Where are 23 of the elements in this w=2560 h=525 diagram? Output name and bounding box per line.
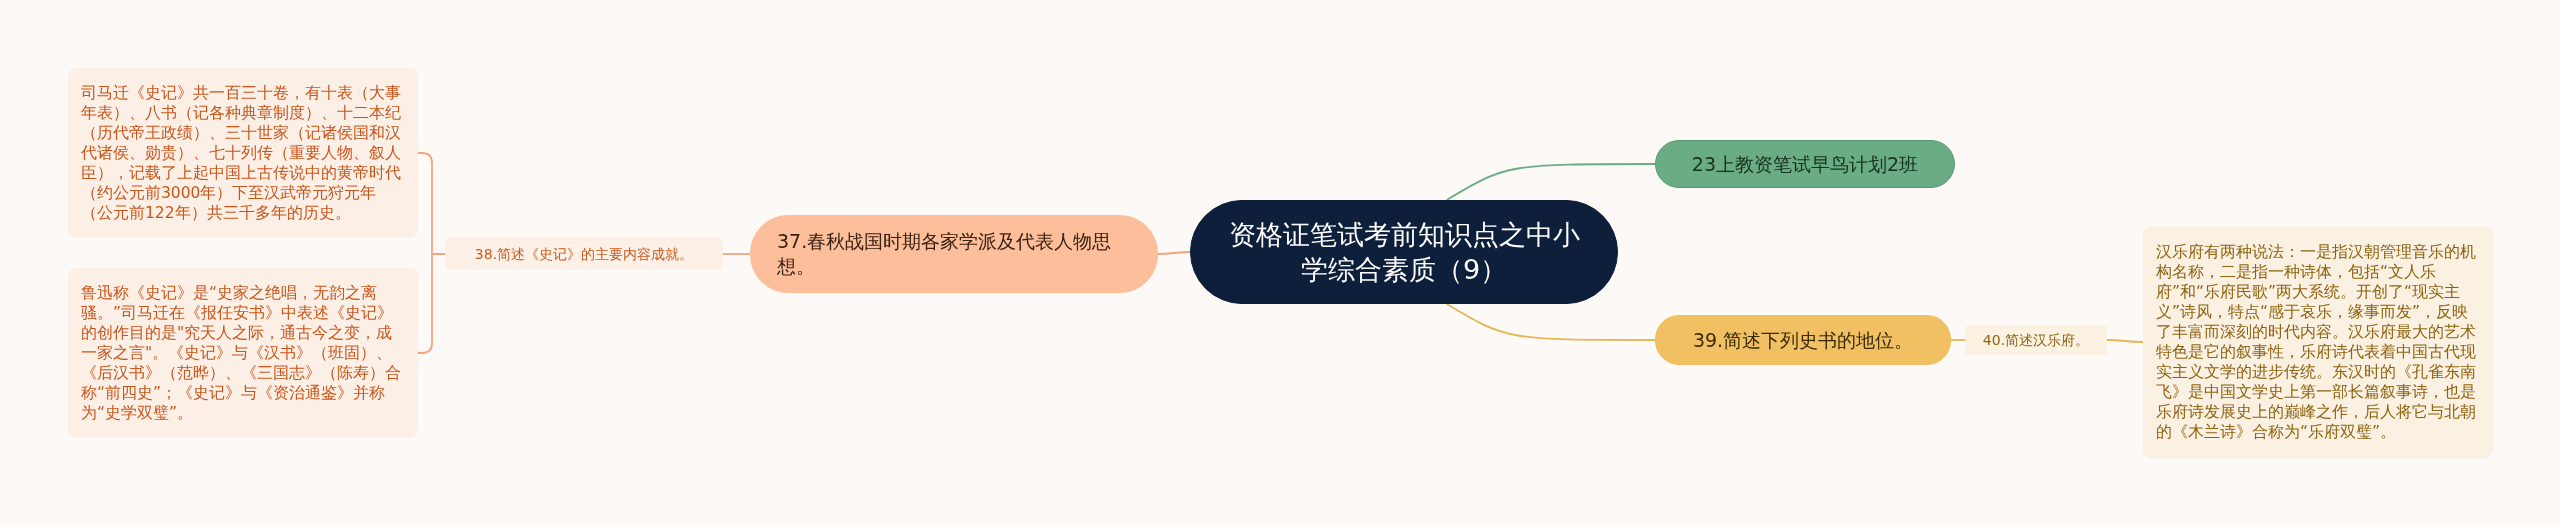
connector-line xyxy=(2106,339,2144,343)
topic-text: 23上教资笔试早鸟计划2班 xyxy=(1691,151,1919,177)
note-card xyxy=(2143,226,2493,458)
note-text: 汉乐府有两种说法：一是指汉朝管理音乐的机构名称，二是指一种诗体，包括“文人乐府”和“乐府民歌”两大系统。开创了“现实主义”诗风，特点“感于哀乐，缘事而发”，反映了丰富而深刻的时代内容。汉乐府最大的艺术特色是它的叙事性，乐府诗代表着中国古代现实主义文学的进步传统。东汉时的《孔雀东南飞》是中国文学史上第一部长篇叙事诗，也是乐府诗发展史上的巅峰之作，后人将它与北朝的《木兰诗》合称为“乐府双璧”。 xyxy=(2156,242,2477,442)
topic-text: 38.简述《史记》的主要内容成就。 xyxy=(474,244,694,264)
note-card xyxy=(68,268,418,438)
connector-line xyxy=(1445,163,1656,201)
connector-line xyxy=(722,253,751,255)
connector-line xyxy=(1157,251,1191,255)
note-text: 司马迁《史记》共一百三十卷，有十表（大事年表）、八书（记各种典章制度）、十二本纪（历代帝王政绩）、三十世家（记诸侯国和汉代诸侯、勋贵）、七十列传（重要人物、叙人臣），记载了上起中国上古传说中的黄帝时代（约公元前3000年）下至汉武帝元狩元年（公元前122年）共三千多年的历史。 xyxy=(81,83,402,223)
topic-text: 资格证笔试考前知识点之中小学综合素质（9） xyxy=(1227,217,1581,287)
subtopic-label xyxy=(1965,325,2107,355)
topic-text: 37.春秋战国时期各家学派及代表人物思想。 xyxy=(777,229,1113,279)
connector-line xyxy=(1950,339,1966,341)
topic-text: 39.简述下列史书的地位。 xyxy=(1692,327,1914,353)
topic-node xyxy=(1655,140,1955,188)
topic-text: 40.简述汉乐府。 xyxy=(1982,330,2090,350)
note-card xyxy=(68,68,418,238)
subtopic-label xyxy=(445,238,723,270)
connector-line xyxy=(417,253,446,354)
note-text: 鲁迅称《史记》是“史家之绝唱，无韵之离骚。”司马迁在《报任安书》中表述《史记》的创作目的是"究天人之际，通古今之变，成一家之言"。《史记》与《汉书》（班固）、《后汉书》（范晔）、《三国志》（陈寿）合称“前四史”；《史记》与《资治通鉴》并称为“史学双璧”。 xyxy=(81,283,402,423)
connector-line xyxy=(1445,303,1656,341)
topic-node xyxy=(1655,315,1951,365)
